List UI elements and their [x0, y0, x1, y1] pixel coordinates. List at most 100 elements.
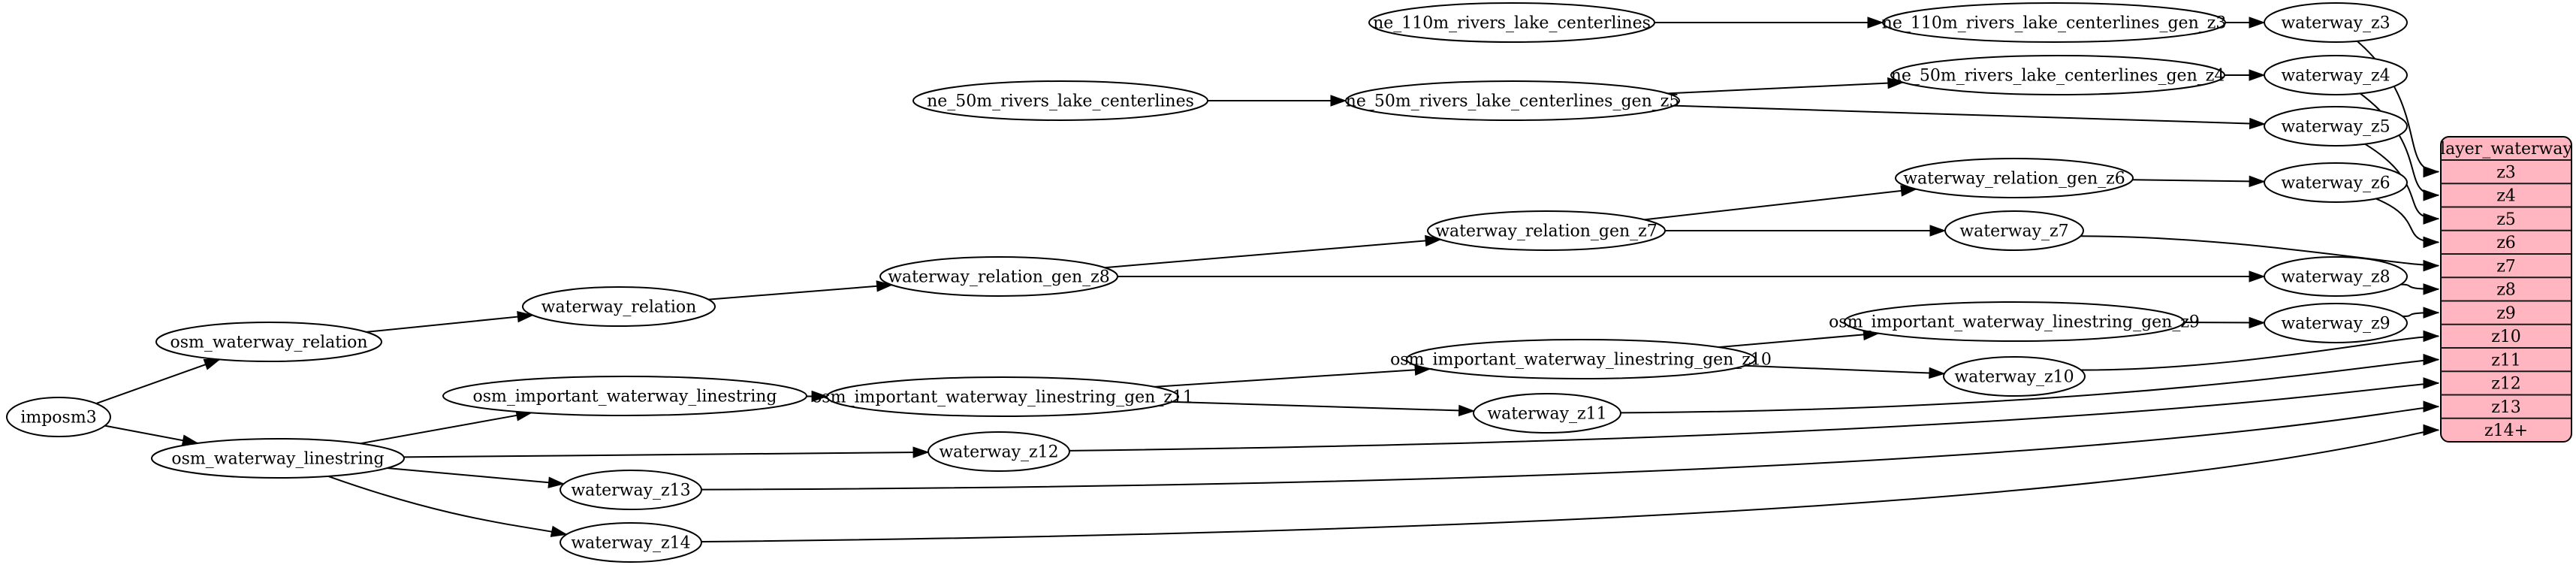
table-layer_waterway: layer_waterwayz3z4z5z6z7z8z9z10z11z12z13…: [2440, 136, 2572, 443]
node-ellipse-waterway_z4: [2264, 55, 2408, 95]
node-ne_110m_rivers_lake_centerlines: ne_110m_rivers_lake_centerlines: [1368, 2, 1655, 43]
node-ellipse-waterway_relation_gen_z8: [879, 256, 1118, 297]
node-ellipse-osm_important_waterway_linestring_gen_z11: [826, 376, 1179, 417]
table-row-label: z8: [2496, 281, 2516, 300]
node-ellipse-osm_waterway_relation: [155, 322, 382, 362]
node-waterway_z11: waterway_z11: [1473, 393, 1621, 434]
edge-waterway_z14-to-layer_waterway-z14+: [701, 430, 2439, 543]
edge-waterway_z5-to-layer_waterway-z5: [2364, 143, 2439, 219]
node-ne_50m_rivers_lake_centerlines_gen_z5: ne_50m_rivers_lake_centerlines_gen_z5: [1345, 80, 1680, 121]
node-waterway_z13: waterway_z13: [560, 470, 702, 510]
table-row-z13: z13: [2491, 398, 2521, 417]
edge-waterway_relation_gen_z7-to-waterway_relation_gen_z6: [1644, 189, 1916, 221]
node-label-waterway_relation_gen_z6: waterway_relation_gen_z6: [1903, 170, 2125, 189]
node-ellipse-ne_110m_rivers_lake_centerlines_gen_z3: [1882, 2, 2226, 43]
node-waterway_z4: waterway_z4: [2264, 55, 2408, 95]
node-label-waterway_z13: waterway_z13: [571, 482, 690, 500]
table-row-z3: z3: [2496, 163, 2516, 182]
node-osm_important_waterway_linestring_gen_z10: osm_important_waterway_linestring_gen_z1…: [1390, 339, 1772, 379]
node-label-waterway_z10: waterway_z10: [1954, 368, 2074, 387]
node-ellipse-waterway_relation_gen_z7: [1427, 210, 1666, 251]
node-label-ne_50m_rivers_lake_centerlines: ne_50m_rivers_lake_centerlines: [927, 92, 1194, 111]
edge-osm_important_waterway_linestring_gen_z10-to-osm_important_waterway_linestring_gen_z9: [1718, 334, 1879, 349]
node-label-waterway_z9: waterway_z9: [2281, 315, 2390, 334]
node-label-waterway_z6: waterway_z6: [2281, 174, 2390, 193]
table-background: [2440, 136, 2572, 443]
table-row-label: z12: [2491, 375, 2521, 394]
node-ellipse-waterway_z3: [2264, 2, 2408, 43]
node-ellipse-ne_50m_rivers_lake_centerlines_gen_z4: [1890, 55, 2225, 95]
table-row-z7: z7: [2496, 257, 2516, 276]
node-osm_waterway_linestring: osm_waterway_linestring: [151, 438, 405, 479]
nodes-layer: imposm3osm_waterway_relationosm_waterway…: [6, 2, 2408, 563]
node-ellipse-waterway_z12: [928, 431, 1070, 472]
table-row-z5: z5: [2496, 210, 2516, 229]
node-label-waterway_z4: waterway_z4: [2281, 67, 2390, 86]
node-label-waterway_relation_gen_z8: waterway_relation_gen_z8: [888, 268, 1110, 287]
node-waterway_z3: waterway_z3: [2264, 2, 2408, 43]
node-label-ne_110m_rivers_lake_centerlines: ne_110m_rivers_lake_centerlines: [1373, 14, 1651, 33]
table-title: layer_waterway: [2440, 140, 2572, 159]
node-ellipse-ne_50m_rivers_lake_centerlines: [912, 80, 1208, 121]
node-ellipse-imposm3: [6, 397, 111, 437]
node-label-ne_110m_rivers_lake_centerlines_gen_z3: ne_110m_rivers_lake_centerlines_gen_z3: [1882, 14, 2227, 33]
table-row-label: z4: [2496, 187, 2516, 206]
edge-waterway_z13-to-layer_waterway-z13: [701, 406, 2439, 491]
node-label-waterway_z12: waterway_z12: [939, 443, 1058, 462]
table-row-label: z6: [2496, 234, 2516, 252]
table-row-label: z3: [2496, 163, 2516, 182]
node-waterway_relation_gen_z6: waterway_relation_gen_z6: [1895, 158, 2134, 198]
edge-ne_50m_rivers_lake_centerlines_gen_z5-to-ne_50m_rivers_lake_centerlines_gen_z4: [1667, 83, 1903, 95]
node-label-waterway_z7: waterway_z7: [1959, 222, 2068, 241]
node-label-osm_important_waterway_linestring_gen_z9: osm_important_waterway_linestring_gen_z9: [1829, 313, 2200, 332]
edge-waterway_relation_gen_z6-to-waterway_z6: [2132, 180, 2264, 181]
node-ne_110m_rivers_lake_centerlines_gen_z3: ne_110m_rivers_lake_centerlines_gen_z3: [1882, 2, 2227, 43]
edges-layer: [95, 23, 2439, 543]
node-ellipse-waterway_z5: [2264, 106, 2408, 147]
table-row-z8: z8: [2496, 281, 2516, 300]
node-label-ne_50m_rivers_lake_centerlines_gen_z5: ne_50m_rivers_lake_centerlines_gen_z5: [1346, 92, 1680, 111]
edge-waterway_z12-to-layer_waterway-z12: [1069, 383, 2439, 452]
node-label-osm_important_waterway_linestring_gen_z10: osm_important_waterway_linestring_gen_z1…: [1390, 351, 1772, 370]
table-row-z12: z12: [2491, 375, 2521, 394]
node-waterway_z8: waterway_z8: [2264, 256, 2408, 297]
node-waterway_relation: waterway_relation: [522, 286, 716, 327]
node-waterway_z6: waterway_z6: [2264, 162, 2408, 203]
edge-imposm3-to-osm_waterway_relation: [95, 358, 219, 405]
node-waterway_z5: waterway_z5: [2264, 106, 2408, 147]
node-label-osm_important_waterway_linestring_gen_z11: osm_important_waterway_linestring_gen_z1…: [812, 388, 1193, 407]
node-ne_50m_rivers_lake_centerlines: ne_50m_rivers_lake_centerlines: [912, 80, 1208, 121]
node-label-osm_waterway_relation: osm_waterway_relation: [170, 334, 367, 352]
edge-waterway_z11-to-layer_waterway-z11: [1620, 360, 2439, 414]
node-waterway_relation_gen_z7: waterway_relation_gen_z7: [1427, 210, 1666, 251]
node-ellipse-ne_110m_rivers_lake_centerlines: [1368, 2, 1655, 43]
node-waterway_z9: waterway_z9: [2264, 303, 2408, 343]
node-ellipse-waterway_z14: [560, 522, 702, 563]
table-row-label: z13: [2491, 398, 2521, 417]
node-label-ne_50m_rivers_lake_centerlines_gen_z4: ne_50m_rivers_lake_centerlines_gen_z4: [1891, 67, 2225, 86]
edge-osm_waterway_linestring-to-waterway_z14: [327, 475, 566, 534]
node-waterway_z7: waterway_z7: [1944, 210, 2084, 251]
table-row-label: z11: [2491, 351, 2521, 370]
table-row-z4: z4: [2496, 187, 2516, 206]
edge-waterway_z10-to-layer_waterway-z10: [2080, 336, 2439, 371]
node-label-waterway_z3: waterway_z3: [2281, 14, 2390, 33]
table-row-z10: z10: [2491, 328, 2521, 346]
node-label-waterway_z8: waterway_z8: [2281, 268, 2390, 287]
edge-osm_waterway_relation-to-waterway_relation: [366, 316, 533, 333]
edge-waterway_z6-to-layer_waterway-z6: [2375, 198, 2439, 242]
node-ellipse-waterway_z6: [2264, 162, 2408, 203]
node-ellipse-waterway_z13: [560, 470, 702, 510]
node-ne_50m_rivers_lake_centerlines_gen_z4: ne_50m_rivers_lake_centerlines_gen_z4: [1890, 55, 2225, 95]
node-waterway_z10: waterway_z10: [1943, 356, 2086, 397]
table-row-z11: z11: [2491, 351, 2521, 370]
node-ellipse-waterway_z9: [2264, 303, 2408, 343]
edge-waterway_z7-to-layer_waterway-z7: [2080, 235, 2439, 265]
node-ellipse-ne_50m_rivers_lake_centerlines_gen_z5: [1345, 80, 1680, 121]
node-label-waterway_z11: waterway_z11: [1487, 405, 1606, 424]
node-osm_waterway_relation: osm_waterway_relation: [155, 322, 382, 362]
table-layer: layer_waterwayz3z4z5z6z7z8z9z10z11z12z13…: [2440, 136, 2572, 443]
node-osm_important_waterway_linestring: osm_important_waterway_linestring: [442, 376, 807, 416]
